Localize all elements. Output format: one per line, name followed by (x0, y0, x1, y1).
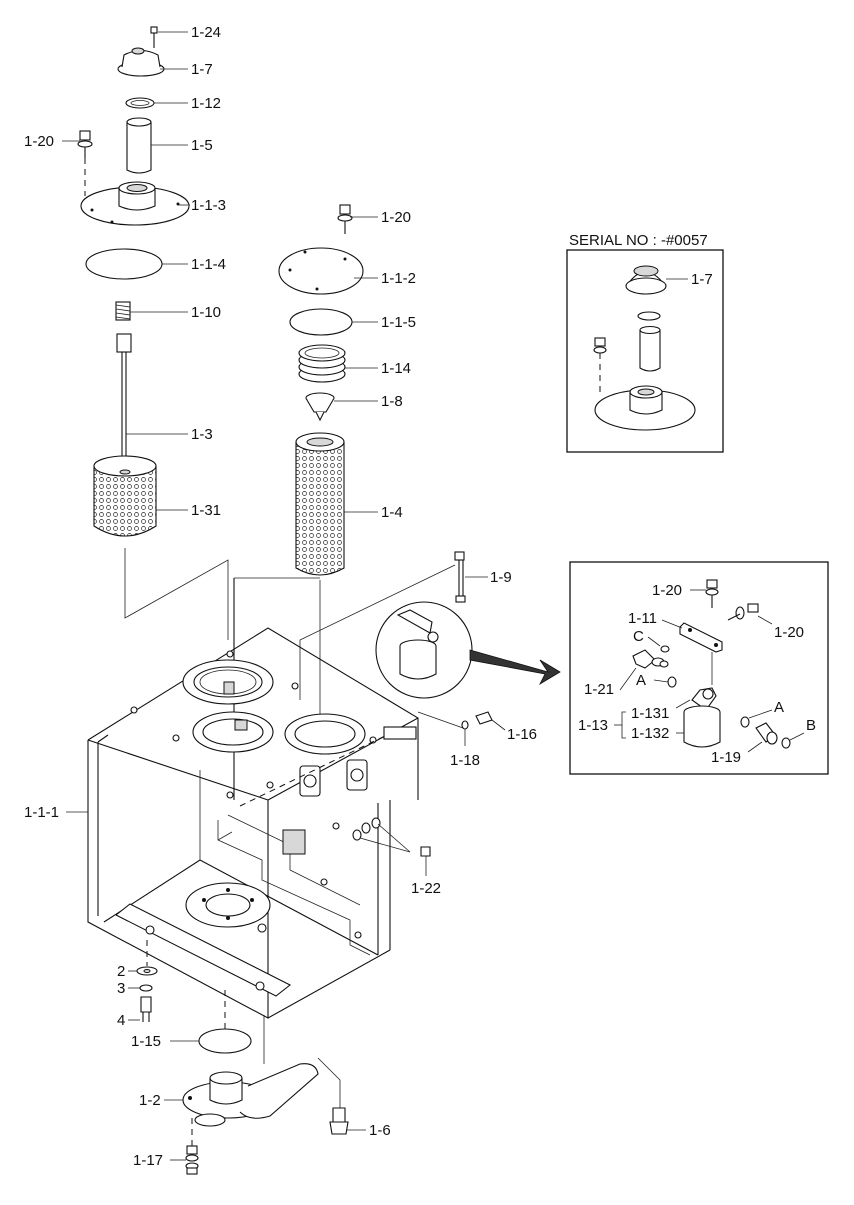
label-2: 2 (117, 963, 125, 980)
strainer-1-31 (93, 455, 188, 537)
label-1-9: 1-9 (490, 569, 512, 586)
label-1-8: 1-8 (381, 393, 403, 410)
cap-1-7 (117, 47, 188, 77)
label-1-1-4: 1-1-4 (191, 256, 226, 273)
oring-1-18 (461, 720, 469, 746)
inset-detail (569, 561, 829, 775)
inset-label-1-20-right: 1-20 (774, 624, 804, 641)
inset-label-1-19: 1-19 (711, 749, 741, 766)
tube-1-5 (126, 117, 188, 174)
label-1-7: 1-7 (191, 61, 213, 78)
label-1-15: 1-15 (131, 1033, 161, 1050)
label-1-17: 1-17 (133, 1152, 163, 1169)
sensor-1-9 (299, 551, 488, 700)
bolt-4 (128, 996, 152, 1022)
bolt-1-24 (150, 26, 188, 48)
label-1-20-left: 1-20 (24, 133, 54, 150)
spring-1-14 (298, 344, 378, 383)
washer-2 (128, 940, 158, 976)
arrow-to-detail (469, 649, 561, 686)
inset-label-1-11: 1-11 (628, 610, 657, 627)
filter-1-4 (295, 432, 378, 576)
label-3: 3 (117, 980, 125, 997)
spring-1-10 (115, 301, 188, 321)
detail-callout-circle (375, 601, 561, 699)
label-1-1-5: 1-1-5 (381, 314, 416, 331)
label-1-1-3: 1-1-3 (191, 197, 226, 214)
bolt-1-20-left (62, 130, 93, 196)
cover-1-1-2 (278, 247, 378, 295)
rod-1-3 (116, 333, 188, 472)
inset-label-1-132: 1-132 (631, 725, 669, 742)
label-1-10: 1-10 (191, 304, 221, 321)
label-1-6: 1-6 (369, 1122, 391, 1139)
label-1-12: 1-12 (191, 95, 221, 112)
label-4: 4 (117, 1012, 125, 1029)
label-1-2: 1-2 (139, 1092, 161, 1109)
label-1-5: 1-5 (191, 137, 213, 154)
inset-label-a-left: A (636, 672, 646, 689)
gasket-1-1-5 (289, 308, 378, 336)
label-1-3: 1-3 (191, 426, 213, 443)
label-1-1-2: 1-1-2 (381, 270, 416, 287)
inset-label-1-13: 1-13 (578, 717, 608, 734)
inset-label-1-7: 1-7 (691, 271, 713, 288)
inset-label-c: C (633, 628, 644, 645)
bolts-1-22 (352, 817, 431, 876)
gasket-1-15 (170, 990, 252, 1054)
cover-plate-1-1-3 (80, 181, 190, 226)
label-1-1-1: 1-1-1 (24, 804, 59, 821)
label-1-4: 1-4 (381, 504, 403, 521)
label-1-24: 1-24 (191, 24, 221, 41)
bolt-1-17 (170, 1118, 199, 1175)
bolt-1-20-middle (337, 204, 378, 234)
suction-pipe-1-2 (164, 1015, 341, 1127)
plug-1-16 (417, 711, 506, 731)
inset-label-1-21: 1-21 (584, 681, 614, 698)
leader-strainer-to-tank (124, 548, 229, 640)
label-1-18: 1-18 (450, 752, 480, 769)
gasket-1-1-4 (85, 248, 188, 280)
washer-3 (128, 984, 153, 992)
label-1-22: 1-22 (411, 880, 441, 897)
serial-note: SERIAL NO : -#0057 (569, 232, 708, 249)
label-1-31: 1-31 (191, 502, 221, 519)
valve-1-8 (305, 392, 378, 422)
tank-1-1-1 (66, 577, 419, 1019)
inset-label-b: B (806, 717, 816, 734)
ring-1-12 (125, 97, 188, 109)
inset-label-1-20-top: 1-20 (652, 582, 682, 599)
inset-label-1-131: 1-131 (631, 705, 669, 722)
label-1-14: 1-14 (381, 360, 411, 377)
fitting-1-6 (329, 1107, 366, 1135)
label-1-16: 1-16 (507, 726, 537, 743)
inset-serial (566, 249, 724, 453)
inset-label-a-right: A (774, 699, 784, 716)
label-1-20-middle: 1-20 (381, 209, 411, 226)
